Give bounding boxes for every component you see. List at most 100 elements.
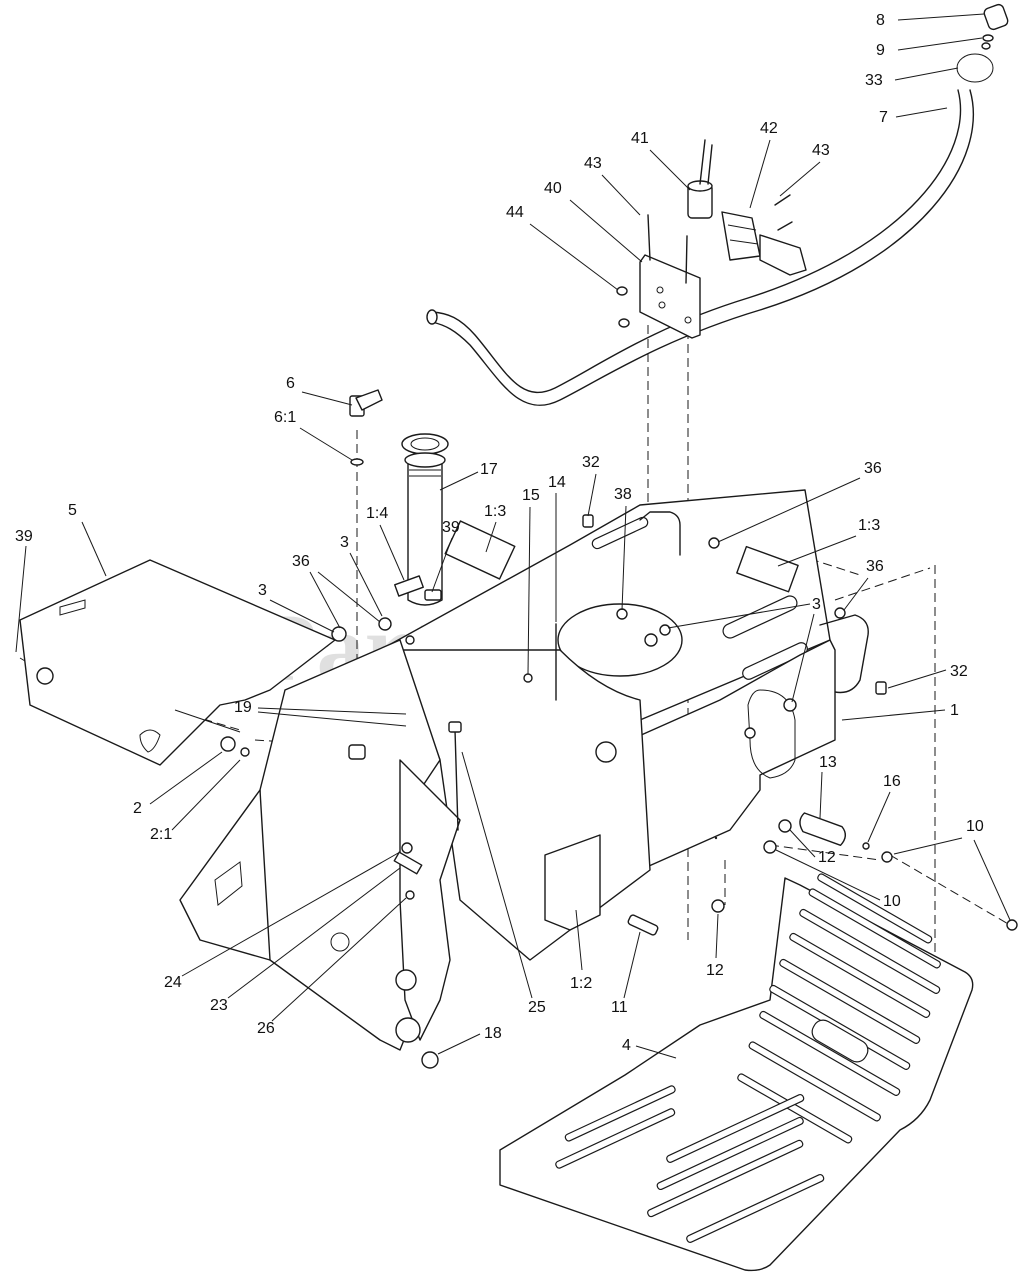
- callout-25: 25: [461, 751, 546, 1016]
- callout-label-12a: 12: [818, 849, 836, 866]
- callout-label-19: 19: [234, 699, 252, 716]
- callout-36c: 36: [843, 558, 884, 611]
- callout-label-1-4: 1:4: [366, 505, 388, 522]
- callout-label-36b: 36: [292, 553, 310, 570]
- callout-9: 9: [876, 37, 983, 59]
- callout-10a: 10: [893, 818, 1011, 921]
- callout-label-3b: 3: [258, 582, 267, 599]
- callout-44: 44: [506, 204, 619, 291]
- foot-plate: [499, 873, 974, 1272]
- callout-15: 15: [522, 487, 540, 675]
- callout-label-32b: 32: [950, 663, 968, 680]
- callout-38: 38: [614, 486, 632, 611]
- callout-1: 1: [841, 702, 959, 721]
- callout-label-8: 8: [876, 12, 885, 29]
- callout-label-2-1: 2:1: [150, 826, 172, 843]
- callout-36a: 36: [717, 460, 882, 543]
- callout-label-3c: 3: [812, 596, 821, 613]
- callout-label-40: 40: [544, 180, 562, 197]
- callout-label-39b: 39: [15, 528, 33, 545]
- callout-3a: 3: [340, 534, 383, 617]
- callout-5: 5: [68, 502, 107, 577]
- callout-33: 33: [865, 67, 959, 89]
- callout-label-1-3a: 1:3: [484, 503, 506, 520]
- callout-16: 16: [867, 773, 901, 843]
- callout-39a: 39: [431, 519, 460, 593]
- callout-label-1-2: 1:2: [570, 975, 592, 992]
- callout-label-18: 18: [484, 1025, 502, 1042]
- callout-label-26: 26: [257, 1020, 275, 1037]
- callouts: 8 9 33 7 41 42 43 43 40 44 6 6:1 17 32 1…: [15, 12, 1011, 1059]
- callout-12b: 12: [706, 913, 724, 979]
- callout-43b: 43: [779, 142, 830, 197]
- callout-label-10b: 10: [883, 893, 901, 910]
- callout-1-4: 1:4: [366, 505, 405, 581]
- callout-label-3a: 3: [340, 534, 349, 551]
- callout-label-39a: 39: [442, 519, 460, 536]
- callout-label-14: 14: [548, 474, 566, 491]
- main-frame: [179, 489, 1018, 1069]
- callout-label-25: 25: [528, 999, 546, 1016]
- callout-label-36a: 36: [864, 460, 882, 477]
- callout-label-11: 11: [611, 999, 628, 1016]
- callout-label-12b: 12: [706, 962, 724, 979]
- callout-14: 14: [548, 474, 566, 622]
- callout-6: 6: [286, 375, 353, 406]
- callout-1-3a: 1:3: [484, 503, 506, 553]
- callout-39b: 39: [15, 528, 33, 653]
- callout-6-1: 6:1: [274, 409, 353, 461]
- callout-label-41: 41: [631, 130, 649, 147]
- callout-label-6-1: 6:1: [274, 409, 296, 426]
- callout-label-44: 44: [506, 204, 524, 221]
- elbow-fitting: [349, 389, 383, 466]
- callout-label-43b: 43: [812, 142, 830, 159]
- side-cover: [19, 559, 336, 766]
- callout-3b: 3: [258, 582, 335, 633]
- callout-label-7: 7: [879, 109, 888, 126]
- callout-8: 8: [876, 12, 985, 29]
- callout-43a: 43: [584, 155, 641, 216]
- callout-40: 40: [544, 180, 643, 263]
- callout-32b: 32: [887, 663, 968, 689]
- callout-label-42: 42: [760, 120, 778, 137]
- callout-1-2: 1:2: [570, 909, 592, 992]
- callout-2: 2: [133, 751, 223, 817]
- foot-plate-slots: [555, 873, 941, 1243]
- callout-36b: 36: [292, 553, 381, 629]
- callout-label-15: 15: [522, 487, 540, 504]
- callout-42: 42: [749, 120, 778, 209]
- callout-11: 11: [611, 931, 641, 1016]
- fuel-sender-tube: [401, 433, 449, 606]
- callout-label-13: 13: [819, 754, 837, 771]
- callout-41: 41: [631, 130, 691, 191]
- callout-label-6: 6: [286, 375, 295, 392]
- callout-label-24: 24: [164, 974, 182, 991]
- callout-label-9: 9: [876, 42, 885, 59]
- callout-3c: 3: [667, 596, 821, 703]
- callout-23: 23: [210, 867, 401, 1014]
- callout-label-5: 5: [68, 502, 77, 519]
- callout-label-1: 1: [950, 702, 959, 719]
- callout-19: 19: [234, 699, 407, 727]
- callout-label-10a: 10: [966, 818, 984, 835]
- callout-17: 17: [439, 461, 498, 491]
- callout-label-1-3b: 1:3: [858, 517, 880, 534]
- callout-1-3b: 1:3: [777, 517, 880, 567]
- callout-label-32a: 32: [582, 454, 600, 471]
- callout-label-17: 17: [480, 461, 498, 478]
- callout-label-16: 16: [883, 773, 901, 790]
- callout-13: 13: [819, 754, 837, 819]
- callout-18: 18: [437, 1025, 502, 1055]
- callout-label-43a: 43: [584, 155, 602, 172]
- callout-label-4: 4: [622, 1037, 631, 1054]
- callout-label-33: 33: [865, 72, 883, 89]
- callout-10b: 10: [775, 849, 901, 910]
- callout-32a: 32: [582, 454, 600, 517]
- callout-2-1: 2:1: [150, 759, 241, 843]
- electrical-bracket-group: [616, 139, 807, 339]
- callout-4: 4: [622, 1037, 677, 1059]
- callout-label-38: 38: [614, 486, 632, 503]
- callout-label-23: 23: [210, 997, 228, 1014]
- callout-24: 24: [164, 851, 401, 991]
